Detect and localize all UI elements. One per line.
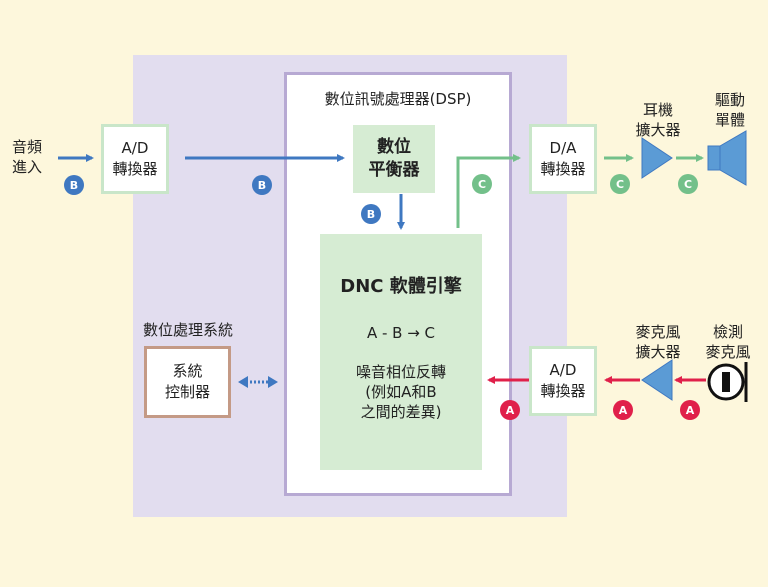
svg-text:C: C: [478, 178, 486, 191]
badge-b-input: B: [64, 175, 84, 195]
badge-c-dnc-out: C: [472, 174, 492, 194]
dnc-desc-line3: 之間的差異): [360, 403, 442, 421]
badge-a-amp: A: [613, 400, 633, 420]
svg-text:B: B: [70, 179, 78, 192]
badge-a-mic: A: [680, 400, 700, 420]
dnc-engine: DNC 軟體引擎 A - B → C 噪音相位反轉 (例如A和B 之間的差異): [320, 234, 482, 470]
headphone-amp-line1: 耳機: [642, 101, 673, 119]
svg-text:C: C: [684, 178, 692, 191]
detect-mic-line1: 檢測: [712, 323, 743, 341]
da-converter: D/A 轉換器: [529, 124, 597, 194]
system-controller-line1: 系統: [172, 362, 203, 380]
system-controller-line2: 控制器: [164, 383, 210, 401]
equalizer-line2: 平衡器: [368, 160, 420, 180]
svg-text:A: A: [686, 404, 695, 417]
badge-c-amp-out: C: [678, 174, 698, 194]
svg-text:B: B: [258, 179, 266, 192]
driver-unit-label: 驅動 單體: [710, 90, 750, 130]
arrow-dnc-to-da: [456, 154, 521, 228]
mic-amp-label: 麥克風 擴大器: [628, 322, 688, 362]
ad-converter-input-line1: A/D: [121, 139, 149, 157]
system-processing-label: 數位處理系統: [142, 321, 233, 339]
badge-a-ad: A: [500, 400, 520, 420]
equalizer-line1: 數位: [377, 137, 411, 157]
dnc-desc-line1: 噪音相位反轉: [355, 363, 446, 381]
driver-unit-line1: 驅動: [714, 91, 745, 109]
dnc-description: 噪音相位反轉 (例如A和B 之間的差異): [356, 362, 446, 422]
dnc-desc-line2: (例如A和B: [365, 383, 437, 401]
digital-equalizer: 數位 平衡器: [353, 125, 435, 193]
audio-input-label: 音頻 進入: [10, 137, 44, 177]
badge-b-eq-out: B: [361, 204, 381, 224]
dnc-equation: A - B → C: [366, 324, 436, 342]
svg-text:A: A: [619, 404, 628, 417]
mic-amp-line2: 擴大器: [635, 343, 681, 361]
ad-converter-mic-line1: A/D: [549, 361, 577, 379]
mic-amp-line1: 麥克風: [635, 323, 681, 341]
controller-link-arrow: [238, 376, 278, 388]
svg-text:B: B: [367, 208, 375, 221]
headphone-amp-line2: 擴大器: [635, 121, 681, 139]
mic-amp-triangle-icon: [641, 359, 673, 401]
dnc-title: DNC 軟體引擎: [340, 276, 462, 297]
badge-c-da-out: C: [610, 174, 630, 194]
da-converter-line1: D/A: [549, 139, 577, 157]
ad-converter-mic-line2: 轉換器: [540, 382, 586, 400]
badge-b-ad-out: B: [252, 175, 272, 195]
svg-text:A: A: [506, 404, 515, 417]
system-controller: 系統 控制器: [144, 346, 231, 418]
audio-input-line2: 進入: [11, 158, 42, 176]
da-converter-line2: 轉換器: [540, 160, 586, 178]
driver-unit-line2: 單體: [714, 111, 745, 129]
detect-mic-line2: 麥克風: [705, 343, 751, 361]
headphone-amp-label: 耳機 擴大器: [630, 100, 686, 140]
speaker-driver-icon: [707, 130, 747, 186]
headphone-amp-triangle-icon: [641, 137, 673, 179]
svg-text:C: C: [616, 178, 624, 191]
audio-input-line1: 音頻: [11, 138, 42, 156]
ad-converter-mic: A/D 轉換器: [529, 346, 597, 416]
detect-mic-label: 檢測 麥克風: [700, 322, 756, 362]
dsp-title: 數位訊號處理器(DSP): [324, 90, 472, 108]
microphone-icon: [707, 362, 748, 402]
ad-converter-input-line2: 轉換器: [112, 160, 158, 178]
ad-converter-input: A/D 轉換器: [101, 124, 169, 194]
